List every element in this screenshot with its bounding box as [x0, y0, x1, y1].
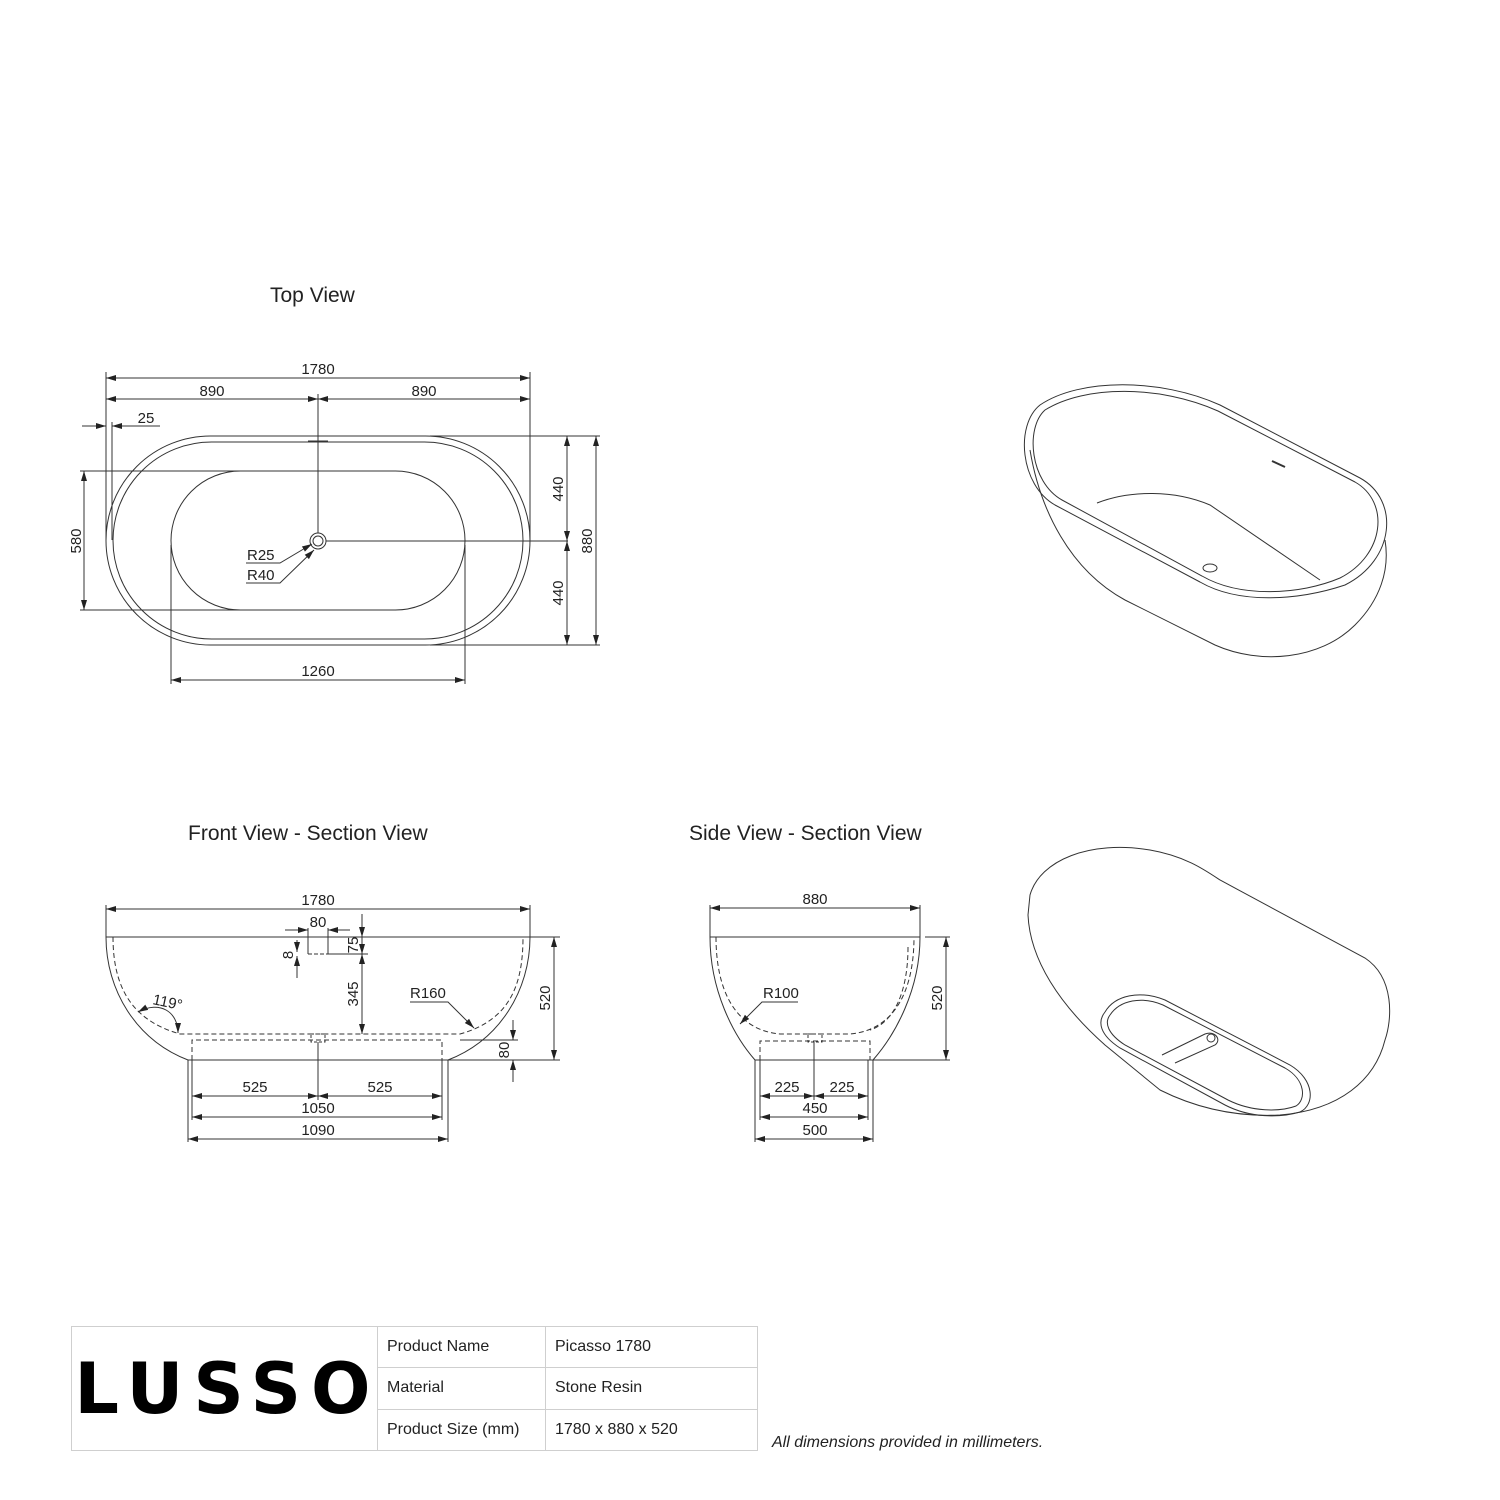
product-size-label: Product Size (mm) [378, 1409, 546, 1450]
svg-text:80: 80 [496, 1042, 513, 1059]
svg-text:890: 890 [199, 383, 224, 400]
isometric-view-top [1023, 384, 1388, 658]
table-row: Product Size (mm) 1780 x 880 x 520 [378, 1409, 757, 1450]
front-view-title: Front View - Section View [188, 822, 428, 845]
svg-text:580: 580 [68, 528, 85, 553]
svg-text:R100: R100 [763, 985, 799, 1002]
side-view-dimensions: 880 R100 520 225 225 450 500 [763, 891, 946, 1139]
svg-text:8: 8 [280, 951, 297, 959]
svg-text:25: 25 [138, 410, 155, 427]
material-value: Stone Resin [555, 1379, 643, 1397]
svg-text:75: 75 [345, 937, 362, 954]
svg-text:R25: R25 [247, 547, 275, 564]
svg-text:525: 525 [242, 1079, 267, 1096]
svg-text:880: 880 [802, 891, 827, 908]
product-name-value: Picasso 1780 [555, 1338, 652, 1356]
top-view-title: Top View [270, 284, 355, 307]
svg-text:1260: 1260 [301, 663, 334, 680]
product-info-table: Product Name Picasso 1780 Material Stone… [378, 1327, 757, 1450]
svg-text:500: 500 [802, 1122, 827, 1139]
side-view-title: Side View - Section View [689, 822, 922, 845]
product-size-value: 1780 x 880 x 520 [555, 1420, 678, 1438]
svg-text:440: 440 [550, 580, 567, 605]
svg-text:440: 440 [550, 476, 567, 501]
svg-text:R40: R40 [247, 567, 275, 584]
title-block: LUSSO Product Name Picasso 1780 Material… [71, 1326, 758, 1451]
svg-text:890: 890 [411, 383, 436, 400]
dimensions-note: All dimensions provided in millimeters. [772, 1434, 1044, 1451]
top-view-drawing [80, 372, 600, 684]
front-view-drawing [105, 905, 560, 1142]
front-view-dimensions: 1780 80 8 75 345 R160 119° 520 80 525 52… [151, 892, 554, 1139]
svg-text:1780: 1780 [301, 361, 334, 378]
top-view-dimensions: 1780 890 890 25 580 440 440 880 1260 R25… [68, 361, 596, 680]
svg-text:345: 345 [345, 981, 362, 1006]
product-name-label: Product Name [378, 1327, 546, 1368]
svg-text:225: 225 [774, 1079, 799, 1096]
svg-text:880: 880 [579, 528, 596, 553]
material-label: Material [378, 1368, 546, 1409]
svg-text:1780: 1780 [301, 892, 334, 909]
table-row: Material Stone Resin [378, 1368, 757, 1410]
svg-text:80: 80 [310, 914, 327, 931]
svg-text:525: 525 [367, 1079, 392, 1096]
table-row: Product Name Picasso 1780 [378, 1327, 757, 1369]
svg-text:1090: 1090 [301, 1122, 334, 1139]
svg-text:450: 450 [802, 1100, 827, 1117]
svg-text:1050: 1050 [301, 1100, 334, 1117]
isometric-view-bottom [1027, 846, 1391, 1117]
svg-text:119°: 119° [151, 991, 184, 1014]
svg-text:225: 225 [829, 1079, 854, 1096]
svg-text:520: 520 [929, 985, 946, 1010]
brand-logo: LUSSO [72, 1327, 378, 1450]
svg-text:R160: R160 [410, 985, 446, 1002]
svg-text:520: 520 [537, 985, 554, 1010]
side-view-drawing [709, 905, 950, 1142]
